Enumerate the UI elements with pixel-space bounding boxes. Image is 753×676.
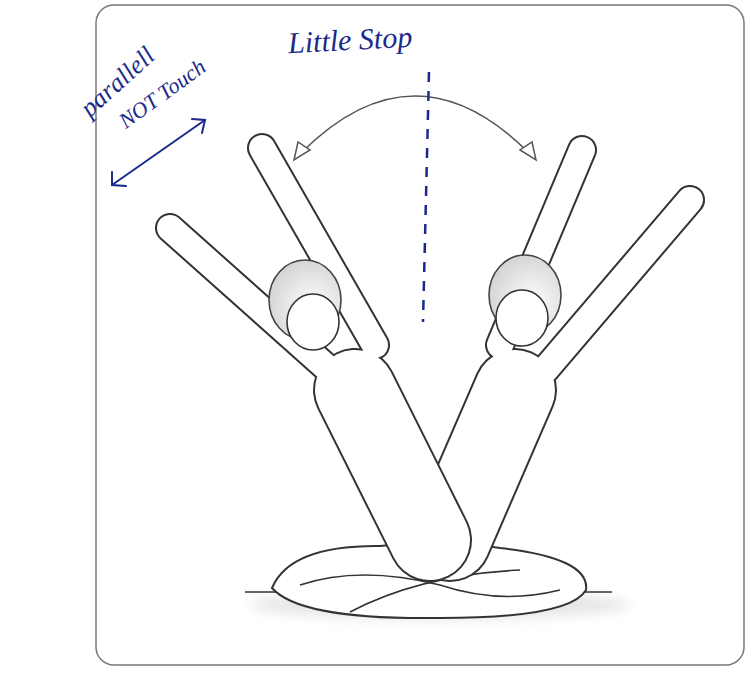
center-line bbox=[423, 72, 429, 322]
swing-arrow bbox=[294, 96, 536, 160]
handwritten-note: Little Stop bbox=[287, 20, 413, 60]
figure-left bbox=[170, 148, 430, 540]
figure-right bbox=[450, 150, 690, 540]
frame bbox=[96, 5, 744, 665]
